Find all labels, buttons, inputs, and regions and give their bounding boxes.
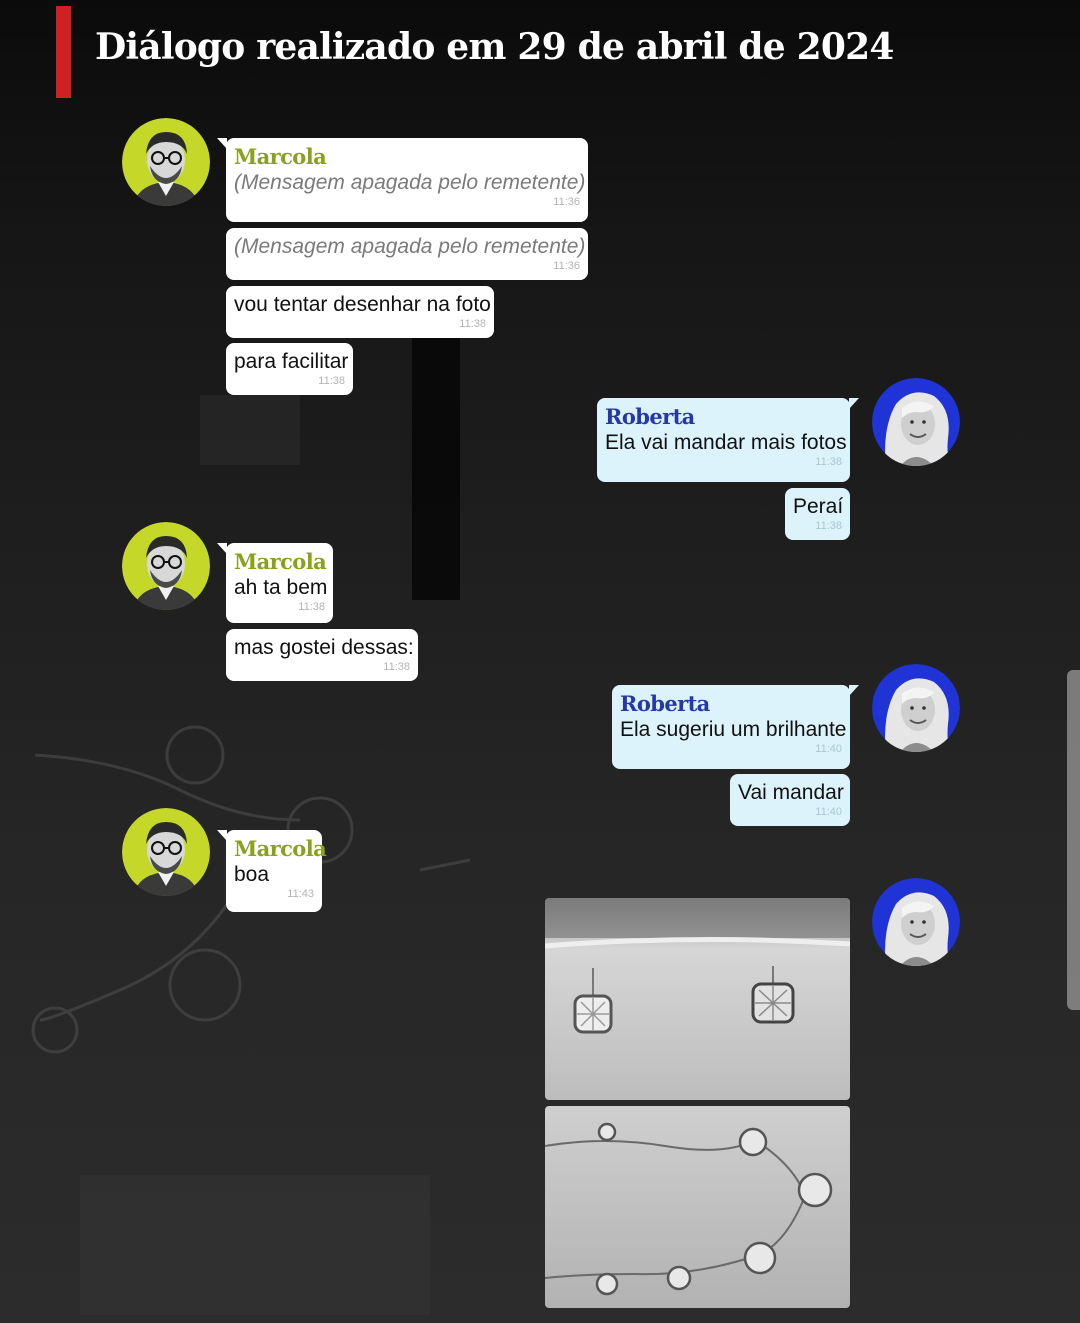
- message-text: vou tentar desenhar na foto: [234, 293, 491, 316]
- right-earring: [751, 966, 795, 1024]
- title-accent-bar: [56, 6, 71, 98]
- message-text: Vai mandar: [738, 781, 844, 804]
- message-text: Ela vai mandar mais fotos: [605, 431, 847, 454]
- message-time: 11:40: [815, 806, 842, 818]
- message-text: (Mensagem apagada pelo remetente): [234, 171, 586, 194]
- message-bubble[interactable]: Roberta Ela sugeriu um brilhante 11:40: [612, 685, 859, 769]
- roberta-avatar: [872, 878, 960, 966]
- sender-name: Roberta: [620, 691, 710, 716]
- message-bubble[interactable]: para facilitar 11:38: [226, 343, 353, 395]
- message-bubble[interactable]: (Mensagem apagada pelo remetente) 11:36: [226, 228, 588, 280]
- message-text: (Mensagem apagada pelo remetente): [234, 235, 586, 258]
- left-earring: [573, 968, 613, 1034]
- roberta-avatar: [872, 664, 960, 752]
- earrings-photo[interactable]: [545, 898, 850, 1100]
- message-text: Peraí: [793, 495, 844, 518]
- message-time: 11:36: [553, 260, 580, 272]
- message-text: para facilitar: [234, 350, 349, 373]
- scrollbar-thumb[interactable]: [1067, 670, 1080, 1010]
- message-text: mas gostei dessas:: [234, 636, 414, 659]
- message-bubble[interactable]: Vai mandar 11:40: [730, 774, 850, 826]
- message-time: 11:38: [815, 456, 842, 468]
- bubble-tail: [217, 138, 227, 149]
- sender-name: Marcola: [234, 836, 327, 861]
- message-time: 11:40: [815, 743, 842, 755]
- message-time: 11:38: [298, 601, 325, 613]
- necklace-photo[interactable]: [545, 1106, 850, 1308]
- marcola-avatar: [122, 522, 210, 610]
- message-time: 11:43: [287, 888, 314, 900]
- bubble-tail: [217, 543, 227, 554]
- message-time: 11:36: [553, 196, 580, 208]
- blonde-woman-icon: [872, 378, 960, 466]
- message-bubble[interactable]: Marcola boa 11:43: [217, 830, 327, 912]
- bubble-tail: [217, 830, 227, 841]
- man-with-glasses-icon: [122, 118, 210, 206]
- blonde-woman-icon: [872, 664, 960, 752]
- message-text: ah ta bem: [234, 576, 328, 599]
- marcola-avatar: [122, 808, 210, 896]
- sender-name: Marcola: [234, 549, 327, 574]
- message-time: 11:38: [318, 375, 345, 387]
- diamond-necklace-image: [545, 1106, 850, 1308]
- message-bubble[interactable]: mas gostei dessas: 11:38: [226, 629, 418, 681]
- bubble-tail: [849, 398, 859, 409]
- message-bubble[interactable]: Roberta Ela vai mandar mais fotos 11:38: [597, 398, 859, 482]
- bubble-tail: [849, 685, 859, 696]
- marcola-avatar: [122, 118, 210, 206]
- sender-name: Marcola: [234, 144, 327, 169]
- sender-name: Roberta: [605, 404, 695, 429]
- man-with-glasses-icon: [122, 522, 210, 610]
- message-bubble[interactable]: Marcola ah ta bem 11:38: [217, 543, 333, 623]
- roberta-avatar: [872, 378, 960, 466]
- diamond-earrings-image: [545, 898, 850, 1100]
- message-bubble[interactable]: vou tentar desenhar na foto 11:38: [226, 286, 494, 338]
- message-time: 11:38: [459, 318, 486, 330]
- message-text: Ela sugeriu um brilhante: [620, 718, 847, 741]
- man-with-glasses-icon: [122, 808, 210, 896]
- page-title: Diálogo realizado em 29 de abril de 2024: [95, 26, 894, 68]
- message-time: 11:38: [383, 661, 410, 673]
- blonde-woman-icon: [872, 878, 960, 966]
- message-bubble[interactable]: Marcola (Mensagem apagada pelo remetente…: [217, 138, 588, 222]
- message-time: 11:38: [815, 520, 842, 532]
- message-text: boa: [234, 863, 270, 886]
- message-bubble[interactable]: Peraí 11:38: [785, 488, 850, 540]
